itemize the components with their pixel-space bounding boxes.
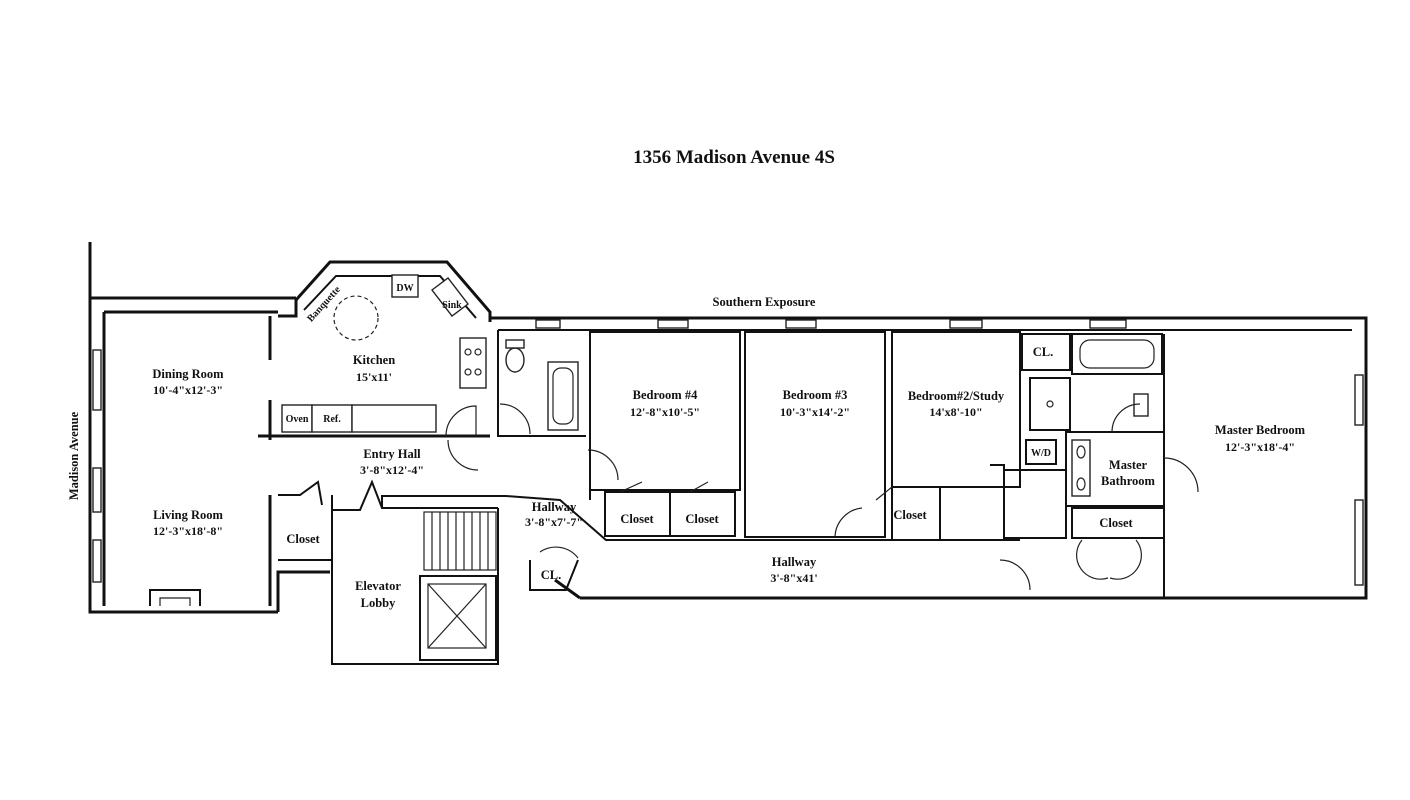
closet-bedroom2: Closet [893,508,927,522]
ref-label: Ref. [323,414,341,425]
master-suite-walls [980,333,1199,598]
cl-hallway: CL. [541,568,562,582]
entry-hall-name: Entry Hall [363,447,421,461]
hallway-short-name: Hallway [532,500,577,514]
oven-label: Oven [286,414,309,425]
sink-label: Sink [442,300,462,311]
dining-room-dim: 10'-4"x12'-3" [153,383,223,397]
exposure-label: Southern Exposure [713,295,816,309]
elevator-lobby-line2: Lobby [361,596,396,610]
closet-bedroom4-b: Closet [685,512,719,526]
closet-master: Closet [1099,516,1133,530]
bedroom-3-dim: 10'-3"x14'-2" [780,405,850,419]
kitchen-fixtures [258,274,490,471]
dw-label: DW [396,283,413,294]
plan-title: 1356 Madison Avenue 4S [633,147,835,168]
hallway-long-dim: 3'-8"x41' [770,571,817,585]
bedroom-4-name: Bedroom #4 [633,388,698,402]
master-bath-line2: Bathroom [1101,474,1156,488]
bedroom-2-dim: 14'x8'-10" [929,405,982,419]
bedroom-4-dim: 12'-8"x10'-5" [630,405,700,419]
bedroom-3-name: Bedroom #3 [783,388,848,402]
cl-bath: CL. [1033,345,1054,359]
dining-room-name: Dining Room [152,367,224,381]
street-label: Madison Avenue [67,411,81,500]
bedroom-walls [589,331,1021,541]
lobby-walls [278,479,499,665]
corridor-walls [381,449,1020,591]
entry-hall-dim: 3'-8"x12'-4" [360,463,424,477]
banquette-label: Banquette [305,284,343,324]
kitchen-name: Kitchen [353,353,395,367]
living-room-dim: 12'-3"x18'-8" [153,524,223,538]
windows [92,319,1364,586]
hall-bath [497,330,586,437]
closet-living: Closet [286,532,320,546]
kitchen-dim: 15'x11' [356,370,392,384]
dining-living-walls [149,316,272,606]
closet-bedroom4-a: Closet [620,512,654,526]
master-bedroom-dim: 12'-3"x18'-4" [1225,440,1295,454]
master-bath-line1: Master [1109,458,1148,472]
living-room-name: Living Room [153,508,223,522]
master-bedroom-name: Master Bedroom [1215,423,1306,437]
exterior-walls [88,242,1368,614]
elevator-lobby-line1: Elevator [355,579,401,593]
hallway-short-dim: 3'-8"x7'-7" [525,515,583,529]
hallway-long-name: Hallway [772,555,817,569]
bedroom-2-name: Bedroom#2/Study [908,389,1005,403]
wd-label: W/D [1031,448,1051,459]
